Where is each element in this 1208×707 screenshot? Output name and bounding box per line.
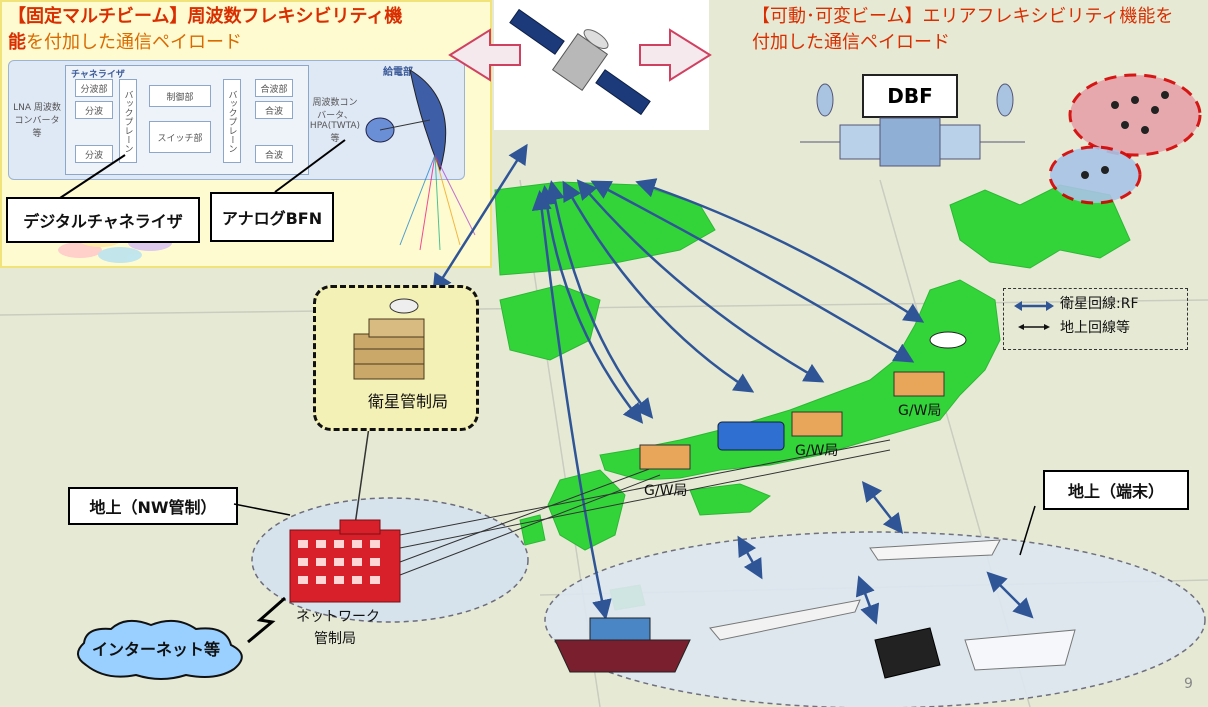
gw-station-label-2: G/W局 xyxy=(795,443,839,459)
analog-bfn-callout: アナログBFN xyxy=(210,192,334,242)
gw-station-label-3: G/W局 xyxy=(898,403,942,419)
backplane-1: バックプレーン xyxy=(119,79,137,163)
page-number: 9 xyxy=(1184,676,1193,692)
movable-beam-title: 【可動･可変ビーム】エリアフレキシビリティ機能を 付加した通信ペイロード xyxy=(752,6,1174,53)
internet-cloud-icon xyxy=(77,619,243,680)
satellite-control-box: 衛星管制局 xyxy=(313,285,479,431)
network-station-label-2: 管制局 xyxy=(314,631,356,647)
variable-beam-areas xyxy=(1048,73,1202,205)
digital-channelizer-callout: デジタルチャネライザ xyxy=(6,197,200,243)
legend-box: 衛星回線:RF 地上回線等 xyxy=(1003,288,1188,350)
feed-label: 給電部 xyxy=(383,67,413,78)
legend-ground-label: 地上回線等 xyxy=(1060,320,1130,336)
gw-station-label-1: G/W局 xyxy=(644,483,688,499)
dbf-label: DBF xyxy=(862,74,958,118)
demux-box-3: 分波 xyxy=(75,145,113,163)
dbf-block-diagram xyxy=(800,83,1025,167)
mux-box-2: 合波 xyxy=(255,101,293,119)
network-station-label-1: ネットワーク xyxy=(296,609,380,625)
channelizer-label: チャネライザ xyxy=(71,70,125,80)
backplane-2: バックプレーン xyxy=(223,79,241,163)
internet-label: インターネット等 xyxy=(92,640,221,659)
satellite-control-label: 衛星管制局 xyxy=(368,392,449,411)
demux-box-2: 分波 xyxy=(75,101,113,119)
hpa-label: 周波数コンバータ、HPA(TWTA)等 xyxy=(309,97,361,144)
ground-nw-callout: 地上（NW管制） xyxy=(68,487,238,525)
control-building-icon xyxy=(353,298,425,380)
fixed-multibeam-title: 【固定マルチビーム】周波数フレキシビリティ機 能を付加した通信ペイロード xyxy=(8,6,403,53)
mux-box-3: 合波 xyxy=(255,145,293,163)
demux-box-1: 分波部 xyxy=(75,79,113,97)
mux-box-1: 合波部 xyxy=(255,79,293,97)
ground-terminal-callout: 地上（端末） xyxy=(1043,470,1189,510)
legend-rf-label: 衛星回線:RF xyxy=(1060,296,1139,312)
lna-label: LNA 周波数コンバータ等 xyxy=(13,102,61,139)
switch-box: スイッチ部 xyxy=(149,121,211,153)
satellite-icon xyxy=(448,8,712,116)
control-box: 制御部 xyxy=(149,85,211,107)
legend-arrow-icons xyxy=(1014,301,1054,330)
